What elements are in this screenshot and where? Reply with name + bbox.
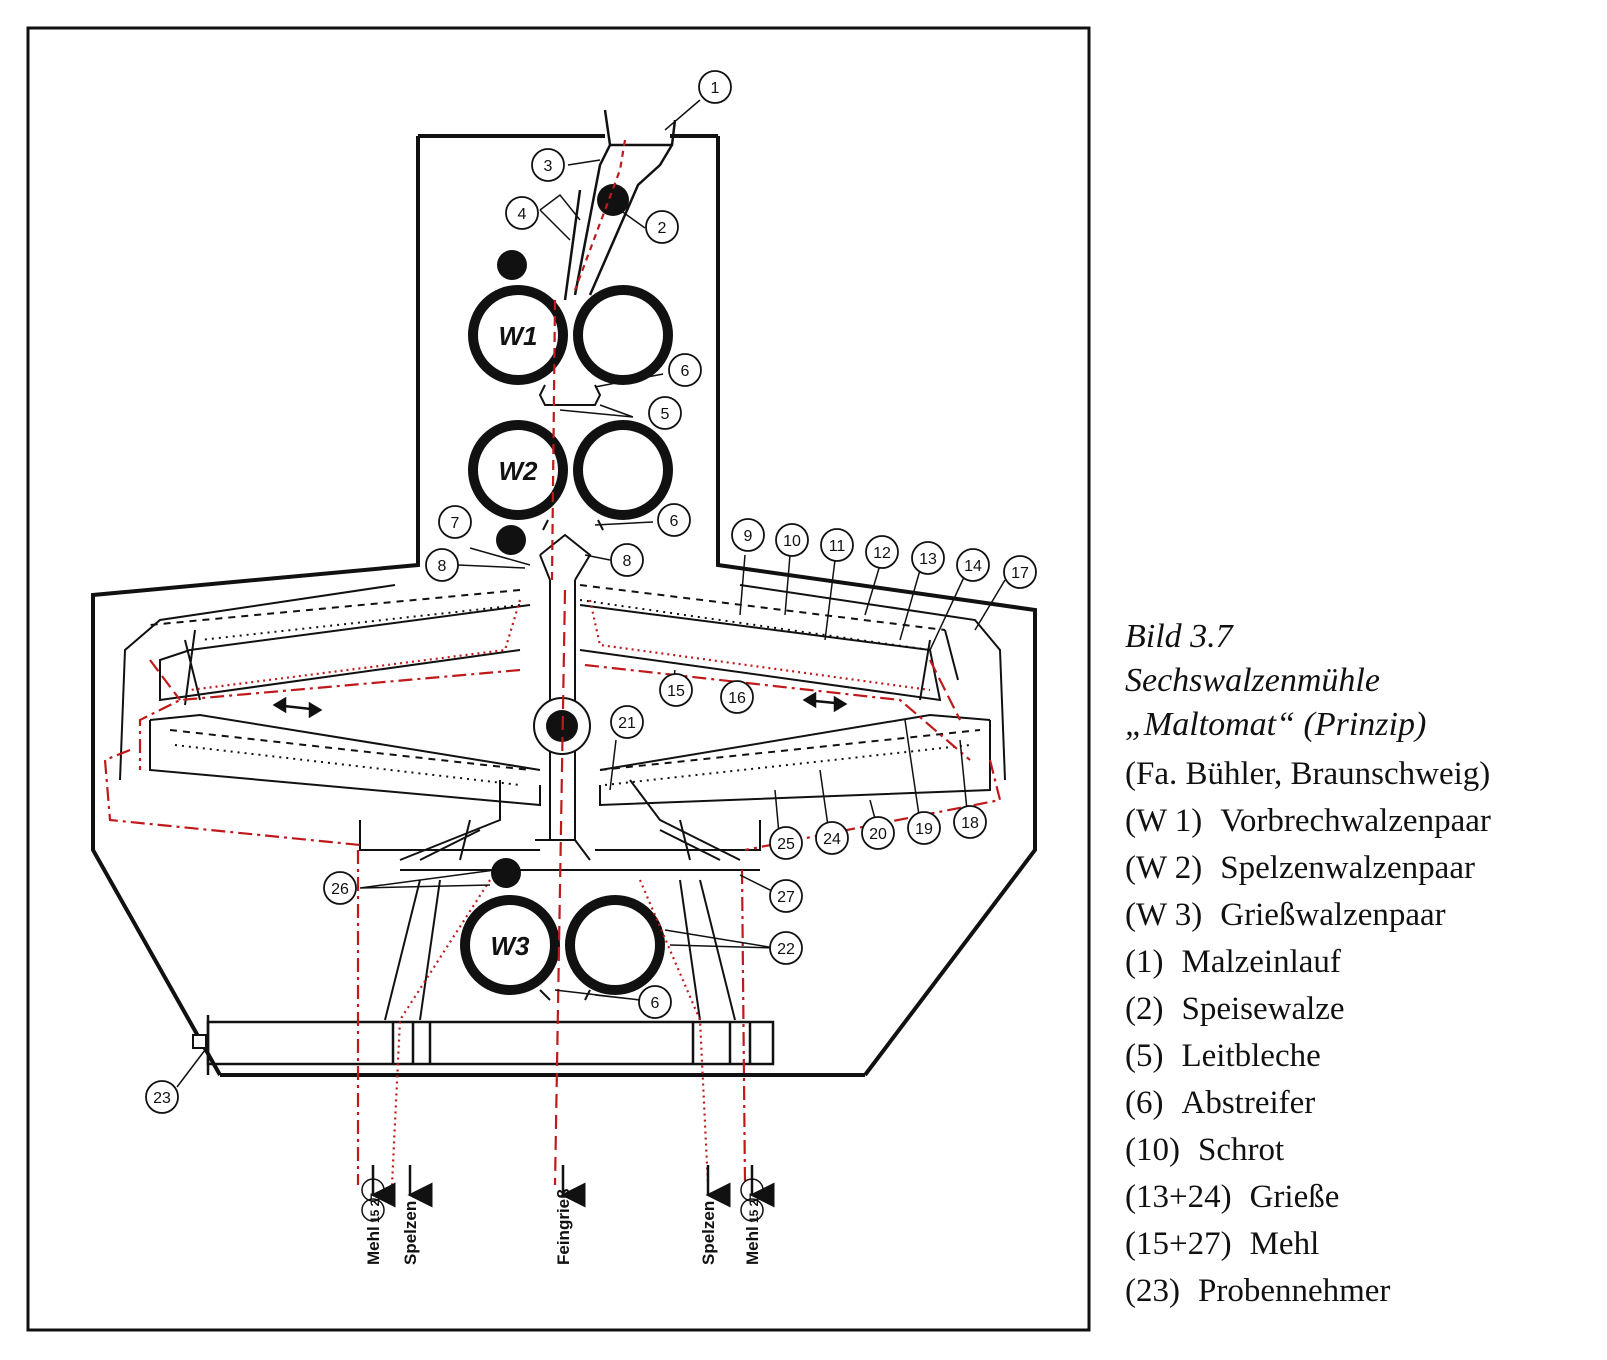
- legend-item: (15+27)Mehl: [1125, 1226, 1320, 1262]
- legend-item: (W 3)Grießwalzenpaar: [1125, 897, 1446, 933]
- sieve-dots-right: [579, 599, 971, 786]
- legend-item: (2)Speisewalze: [1125, 991, 1345, 1027]
- idler-roller-w2: [496, 525, 526, 555]
- callout-13: 13: [919, 551, 937, 568]
- outlet-ref-circle-right: [740, 1198, 764, 1222]
- callout-6-b: 6: [670, 513, 679, 530]
- sampler-channel: [206, 1015, 775, 1075]
- legend-item: (23)Probennehmer: [1125, 1273, 1391, 1309]
- figure-caption: Bild 3.7 Sechswalzenmühle „Maltomat“ (Pr…: [1125, 615, 1595, 1315]
- sieve-dots-left: [174, 604, 521, 786]
- idler-roller-top: [497, 250, 527, 280]
- legend-list: (W 1)Vorbrechwalzenpaar (W 2)Spelzenwalz…: [1125, 798, 1595, 1315]
- callout-8-b: 8: [623, 553, 632, 570]
- sieve-motion-arrows: [272, 691, 848, 719]
- callout-26: 26: [331, 881, 349, 898]
- figure-subtitle: „Maltomat“ (Prinzip): [1125, 706, 1427, 743]
- callout-23: 23: [153, 1090, 171, 1107]
- company-line: (Fa. Bühler, Braunschweig): [1125, 756, 1491, 792]
- idler-roller-w3: [491, 858, 521, 888]
- outlet-ref-circle-left-2: [361, 1178, 385, 1202]
- callout-18: 18: [961, 815, 979, 832]
- legend-item: (W 1)Vorbrechwalzenpaar: [1125, 803, 1491, 839]
- callout-22: 22: [777, 941, 795, 958]
- sampler-handle[interactable]: [192, 1034, 207, 1049]
- legend-item: (13+24)Grieße: [1125, 1179, 1340, 1215]
- legend-item: (1)Malzeinlauf: [1125, 944, 1341, 980]
- roller-pair-w3[interactable]: [460, 895, 665, 995]
- sieve-tray-left: [119, 584, 541, 861]
- outlet-label-mehl-right: Mehl: [743, 1226, 762, 1265]
- callout-4: 4: [518, 206, 527, 223]
- figure-number: Bild 3.7: [1125, 618, 1233, 655]
- legend-item: (10)Schrot: [1125, 1132, 1285, 1168]
- callout-15: 15: [667, 683, 685, 700]
- callout-8-a: 8: [438, 558, 447, 575]
- roller-pair-w2[interactable]: [468, 420, 673, 520]
- callout-27: 27: [777, 889, 795, 906]
- callout-12: 12: [873, 545, 891, 562]
- sieve-screens-left: [149, 589, 531, 771]
- callout-14: 14: [964, 558, 982, 575]
- outlet-label-spelzen-left: Spelzen: [401, 1201, 420, 1265]
- outlet-ref-circle-left: [361, 1198, 385, 1222]
- roller-label-w3: W3: [491, 931, 531, 961]
- sieve-screens-right: [579, 584, 981, 771]
- callouts: 1 2 3 4 5 6 6 6 7 8 8 9 10 11 12 13 14 1…: [145, 70, 1037, 1114]
- flow-lines: [103, 139, 1002, 1186]
- callout-6-a: 6: [681, 363, 690, 380]
- legend-item: (5)Leitbleche: [1125, 1038, 1321, 1074]
- callout-5: 5: [661, 406, 670, 423]
- legend-item: (W 2)Spelzenwalzenpaar: [1125, 850, 1475, 886]
- figure-frame: [26, 26, 1091, 1332]
- callout-19: 19: [915, 821, 933, 838]
- outlet-label-feingriess: Feingrieß: [554, 1188, 573, 1265]
- sieve-tray-right: [579, 584, 1006, 861]
- callout-17: 17: [1011, 565, 1029, 582]
- callout-10: 10: [783, 533, 801, 550]
- callout-25: 25: [777, 836, 795, 853]
- legend-item: (6)Abstreifer: [1125, 1085, 1316, 1121]
- callout-3: 3: [544, 158, 553, 175]
- callout-24: 24: [823, 831, 841, 848]
- callout-11: 11: [829, 538, 846, 555]
- outlet-ref-circle-right-2: [740, 1178, 764, 1202]
- outlet-label-spelzen-right: Spelzen: [699, 1201, 718, 1265]
- callout-9: 9: [744, 528, 753, 545]
- figure-title: Sechswalzenmühle: [1125, 662, 1380, 699]
- callout-20: 20: [869, 826, 887, 843]
- callout-16: 16: [728, 690, 746, 707]
- housing-outline: [91, 134, 1037, 1077]
- roller-pair-w1[interactable]: [468, 285, 673, 385]
- malt-inlet: [563, 109, 677, 301]
- roller-label-w2: W2: [499, 456, 539, 486]
- feed-roller: [597, 184, 629, 216]
- callout-21: 21: [618, 715, 636, 732]
- callout-1: 1: [711, 80, 720, 97]
- callout-2: 2: [658, 220, 667, 237]
- outlet-label-mehl-left: Mehl: [364, 1226, 383, 1265]
- callout-6-c: 6: [651, 995, 660, 1012]
- callout-7: 7: [451, 515, 460, 532]
- outlet-arrows: [370, 1165, 775, 1208]
- roller-label-w1: W1: [499, 321, 538, 351]
